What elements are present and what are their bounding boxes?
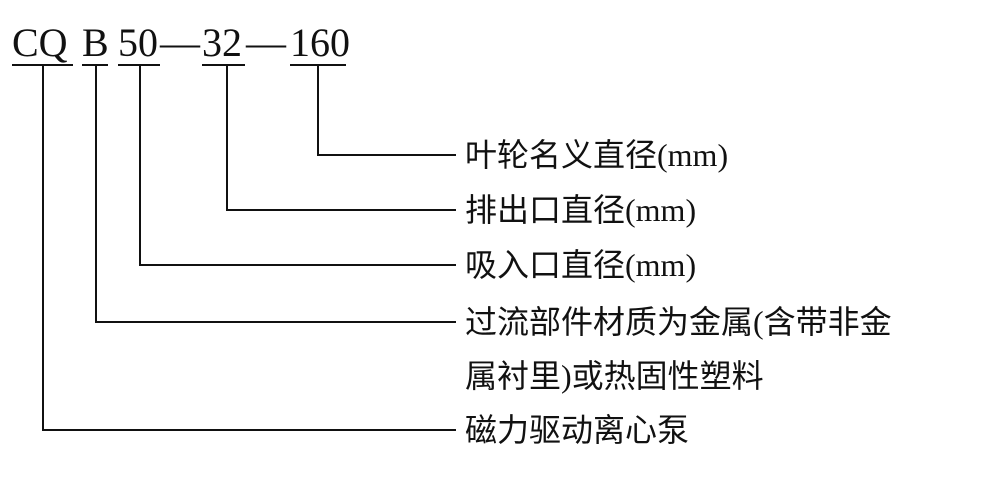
- code-b: B: [82, 20, 109, 65]
- code-50: 50: [118, 20, 158, 65]
- leader-160: [317, 65, 456, 156]
- label-material-line1: 过流部件材质为金属(含带非金: [465, 304, 892, 340]
- label-pump-type: 磁力驱动离心泵: [465, 412, 689, 448]
- leader-32: [226, 65, 456, 211]
- code-cq: CQ: [12, 20, 68, 65]
- code-32: 32: [202, 20, 242, 65]
- leader-b: [95, 65, 456, 323]
- leader-cq: [42, 65, 456, 431]
- label-outlet-diameter: 排出口直径(mm): [465, 192, 696, 228]
- label-material-line2: 属衬里)或热固性塑料: [465, 358, 764, 394]
- code-160: 160: [290, 20, 350, 65]
- separator-2: —: [245, 20, 287, 65]
- leader-50: [139, 65, 456, 266]
- label-impeller-diameter: 叶轮名义直径(mm): [465, 137, 728, 173]
- label-inlet-diameter: 吸入口直径(mm): [465, 247, 696, 283]
- separator-1: —: [159, 20, 201, 65]
